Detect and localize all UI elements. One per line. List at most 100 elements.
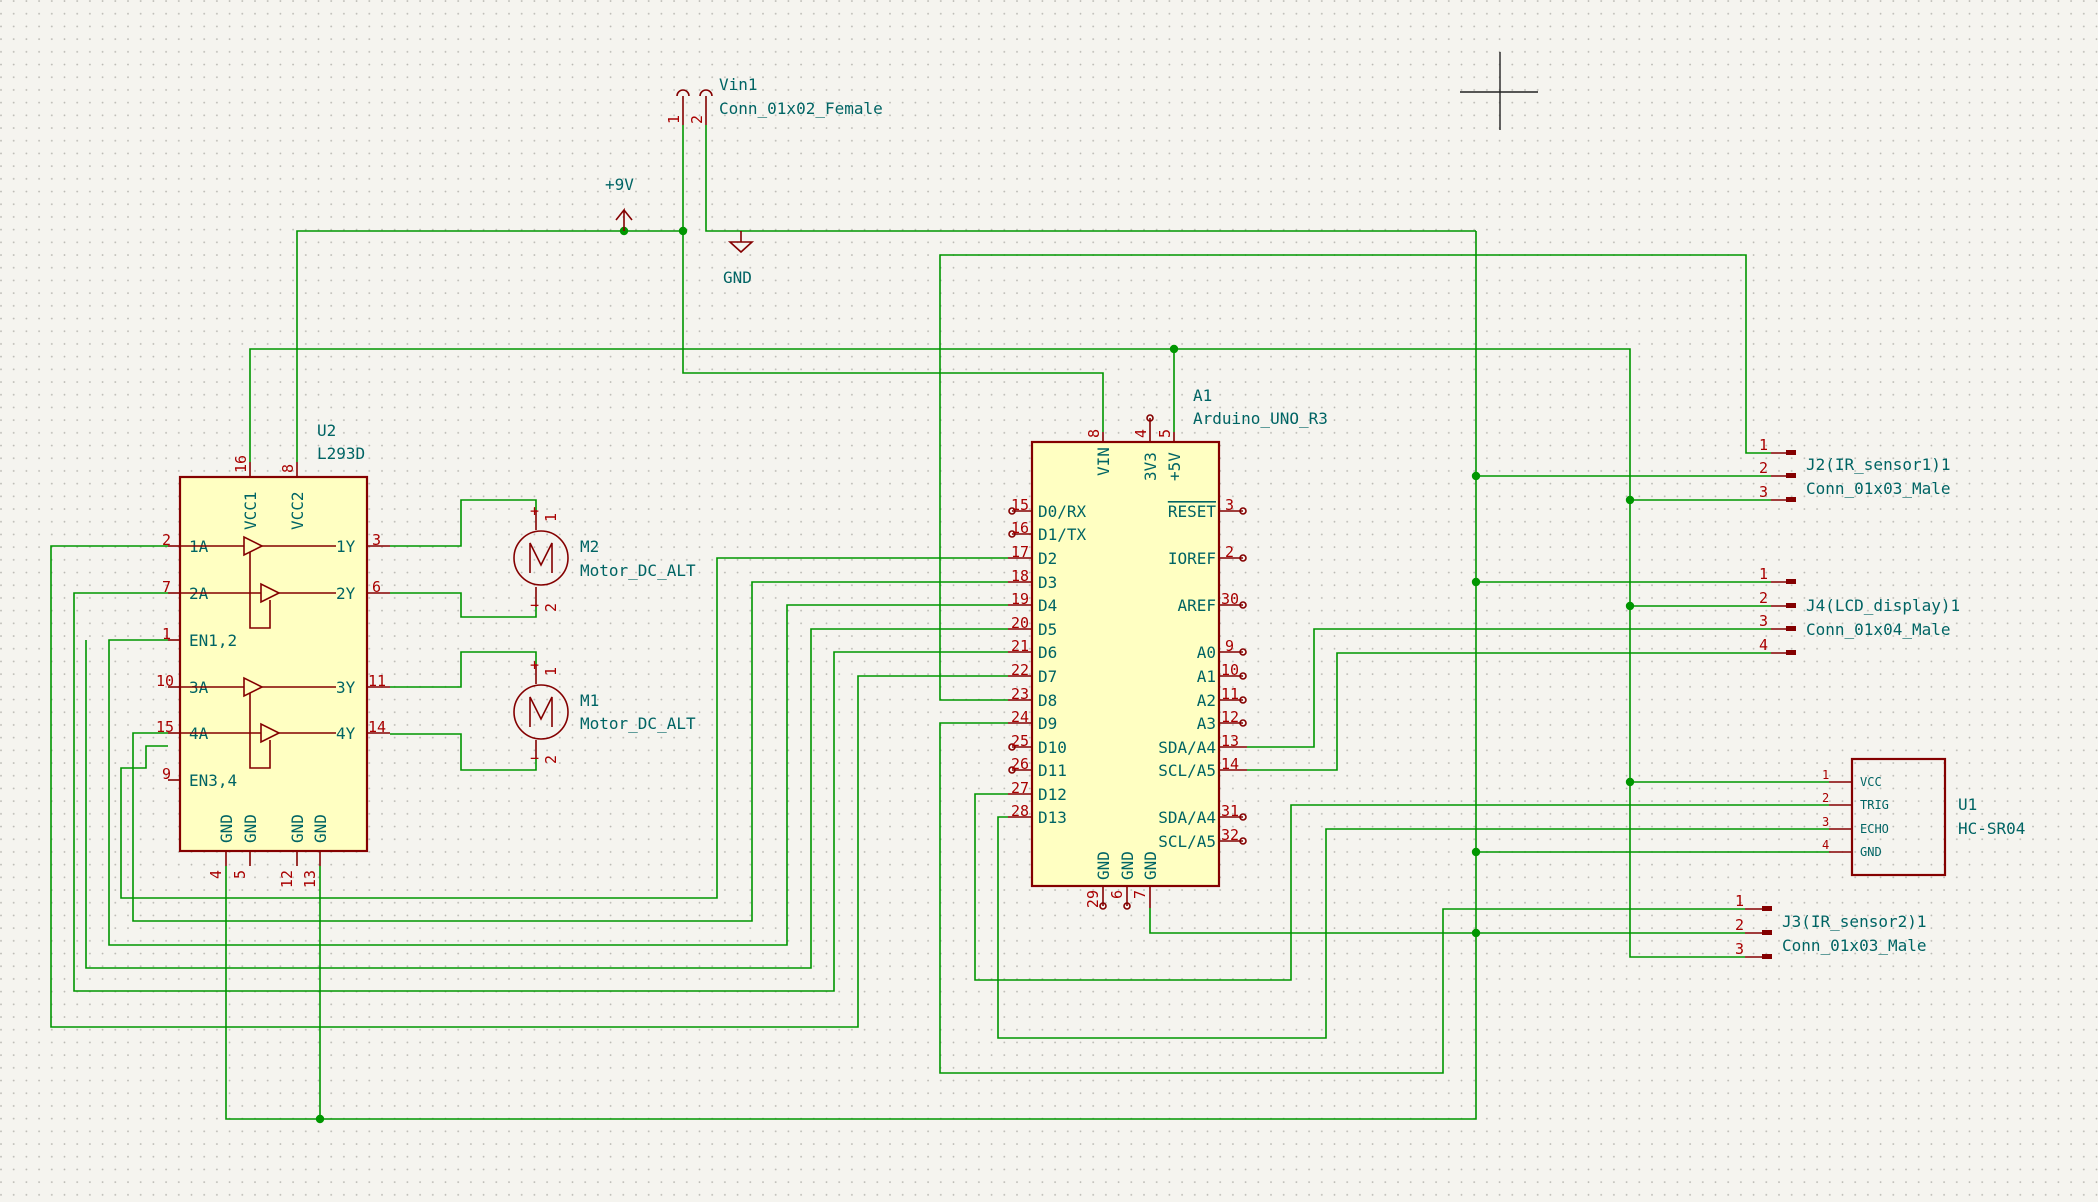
a1-arduino-uno[interactable]: A1 Arduino_UNO_R3 8 4 5 VIN 3V3 +5V — [1008, 386, 1328, 910]
wire-d6-to-4a — [73, 592, 1008, 992]
a1-pin-name: GND — [1094, 851, 1113, 880]
u2-pin-num: 5 — [231, 870, 249, 879]
u2-pin-name: 3Y — [336, 678, 356, 697]
wire-vin1-pin2-gnd — [705, 125, 1476, 232]
u2-l293d[interactable]: U2 L293D 16 8 VCC1 VCC2 2 7 1 10 15 9 1A… — [156, 421, 390, 888]
u2-pin-name: 2Y — [336, 584, 356, 603]
a1-pin-name: +5V — [1165, 452, 1184, 481]
a1-pin-num: 2 — [1225, 543, 1234, 561]
a1-pin-name: D3 — [1038, 573, 1057, 592]
u2-pin-num: 3 — [372, 531, 381, 549]
motor-m2[interactable]: + − 1 2 M2 Motor_DC_ALT — [513, 502, 696, 614]
motor-minus-icon: − — [530, 749, 539, 767]
power-9v-label: +9V — [605, 175, 634, 194]
u2-value: L293D — [317, 444, 365, 463]
u2-pin-num: 7 — [162, 578, 171, 596]
a1-pin-name: D10 — [1038, 738, 1067, 757]
a1-pin-name: A3 — [1197, 714, 1216, 733]
pin-header-icon — [1786, 626, 1796, 631]
a1-pin-name: AREF — [1177, 596, 1216, 615]
wire-d3-to-2a — [132, 581, 1008, 922]
a1-pin-name: IOREF — [1168, 549, 1216, 568]
a1-pin-name: RESET — [1168, 502, 1217, 521]
junctions — [315, 226, 1635, 1124]
a1-pin-num: 16 — [1011, 519, 1029, 537]
female-socket-icon — [699, 89, 713, 97]
a1-pin-num: 32 — [1221, 826, 1239, 844]
j3-ir-sensor2-connector[interactable]: 1 2 3 J3(IR_sensor2)1 Conn_01x03_Male — [1735, 892, 1927, 959]
j2-pin-num: 2 — [1759, 459, 1768, 477]
a1-pin-name: VIN — [1094, 447, 1113, 476]
vin1-ref: Vin1 — [719, 75, 758, 94]
buffer-triangles-icon — [180, 535, 336, 769]
wire-9v-to-arduino-vin — [682, 231, 1104, 432]
a1-pin-num: 3 — [1225, 496, 1234, 514]
unconnected-pin-icon — [1146, 414, 1154, 422]
wire-j2-signal-d8 — [939, 254, 1771, 701]
a1-pin-num: 6 — [1108, 890, 1126, 899]
motor-m1[interactable]: + − 1 2 M1 Motor_DC_ALT — [513, 656, 696, 767]
a1-pin-name: SDA/A4 — [1158, 738, 1216, 757]
junction-dot — [1471, 847, 1481, 857]
motor-plus-icon: + — [530, 502, 539, 520]
a1-pin-name: D5 — [1038, 620, 1057, 639]
a1-pin-name: A2 — [1197, 691, 1216, 710]
wire-j3-signal-d9 — [939, 722, 1745, 1074]
a1-pin-num: 26 — [1011, 755, 1029, 773]
power-gnd-symbol[interactable]: GND — [723, 231, 755, 287]
wire-2y-m2 — [390, 592, 537, 618]
a1-pin-num: 5 — [1156, 429, 1174, 438]
unconnected-pin-icon — [1239, 554, 1247, 562]
u1-pin-num: 3 — [1822, 815, 1829, 829]
u1-body — [1850, 757, 1947, 877]
a1-pin-num: 21 — [1011, 637, 1029, 655]
a1-pin-name: 3V3 — [1141, 452, 1160, 481]
j4-lcd-display-connector[interactable]: 1 2 3 4 J4(LCD_display)1 Conn_01x04_Male — [1759, 565, 1960, 655]
a1-pin-num: 28 — [1011, 802, 1029, 820]
vin1-connector[interactable]: 1 2 Vin1 Conn_01x02_Female — [665, 75, 883, 125]
unconnected-pin-icon — [1239, 696, 1247, 704]
a1-pin-name: D1/TX — [1038, 525, 1087, 544]
a1-pin-num: 29 — [1084, 890, 1102, 908]
a1-pin-num: 22 — [1011, 661, 1029, 679]
wire-d4-to-en12 — [108, 604, 1008, 946]
u1-pin-num: 4 — [1822, 838, 1829, 852]
wire-gnd-bus — [225, 231, 1477, 1120]
junction-dot — [1625, 495, 1635, 505]
unconnected-pin-icon — [1099, 902, 1107, 910]
junction-dot — [1625, 601, 1635, 611]
a1-ref: A1 — [1193, 386, 1212, 405]
u2-pin-name: EN3,4 — [189, 771, 237, 790]
u1-pin-name: GND — [1860, 845, 1882, 859]
power-9v-symbol[interactable]: +9V — [605, 175, 634, 231]
a1-pin-name: D11 — [1038, 761, 1067, 780]
u2-pin-num: 13 — [301, 870, 319, 888]
a1-pin-name: GND — [1141, 851, 1160, 880]
vin1-value: Conn_01x02_Female — [719, 99, 883, 118]
j4-pin-num: 4 — [1759, 636, 1768, 654]
u2-pin-num: 9 — [162, 765, 171, 783]
a1-pin-num: 13 — [1221, 732, 1239, 750]
j2-ir-sensor1-connector[interactable]: 1 2 3 J2(IR_sensor1)1 Conn_01x03_Male — [1759, 436, 1951, 502]
u1-hc-sr04[interactable]: 1 2 3 4 VCC TRIG ECHO GND U1 HC-SR04 — [1822, 757, 2025, 877]
j2-pin-num: 3 — [1759, 483, 1768, 501]
u2-ref: U2 — [317, 421, 336, 440]
vin1-pin1-num: 1 — [665, 115, 683, 124]
unconnected-pin-icon — [1008, 530, 1016, 538]
a1-pin-num: 10 — [1221, 661, 1239, 679]
power-arrow-icon — [615, 207, 633, 231]
a1-pin-num: 4 — [1132, 429, 1150, 438]
u2-pin-num: 16 — [232, 455, 250, 473]
junction-dot — [1169, 344, 1179, 354]
motor-icon — [513, 684, 569, 740]
u2-pin-name: EN1,2 — [189, 631, 237, 650]
unconnected-pin-icon — [1239, 672, 1247, 680]
a1-pin-name: D12 — [1038, 785, 1067, 804]
pin-header-icon — [1786, 650, 1796, 655]
m1-pin-num: 2 — [542, 755, 560, 764]
motor-plus-icon: + — [530, 656, 539, 674]
pin-header-icon — [1762, 906, 1772, 911]
j3-pin-num: 2 — [1735, 916, 1744, 934]
j3-ref: J3(IR_sensor2)1 — [1782, 912, 1927, 931]
